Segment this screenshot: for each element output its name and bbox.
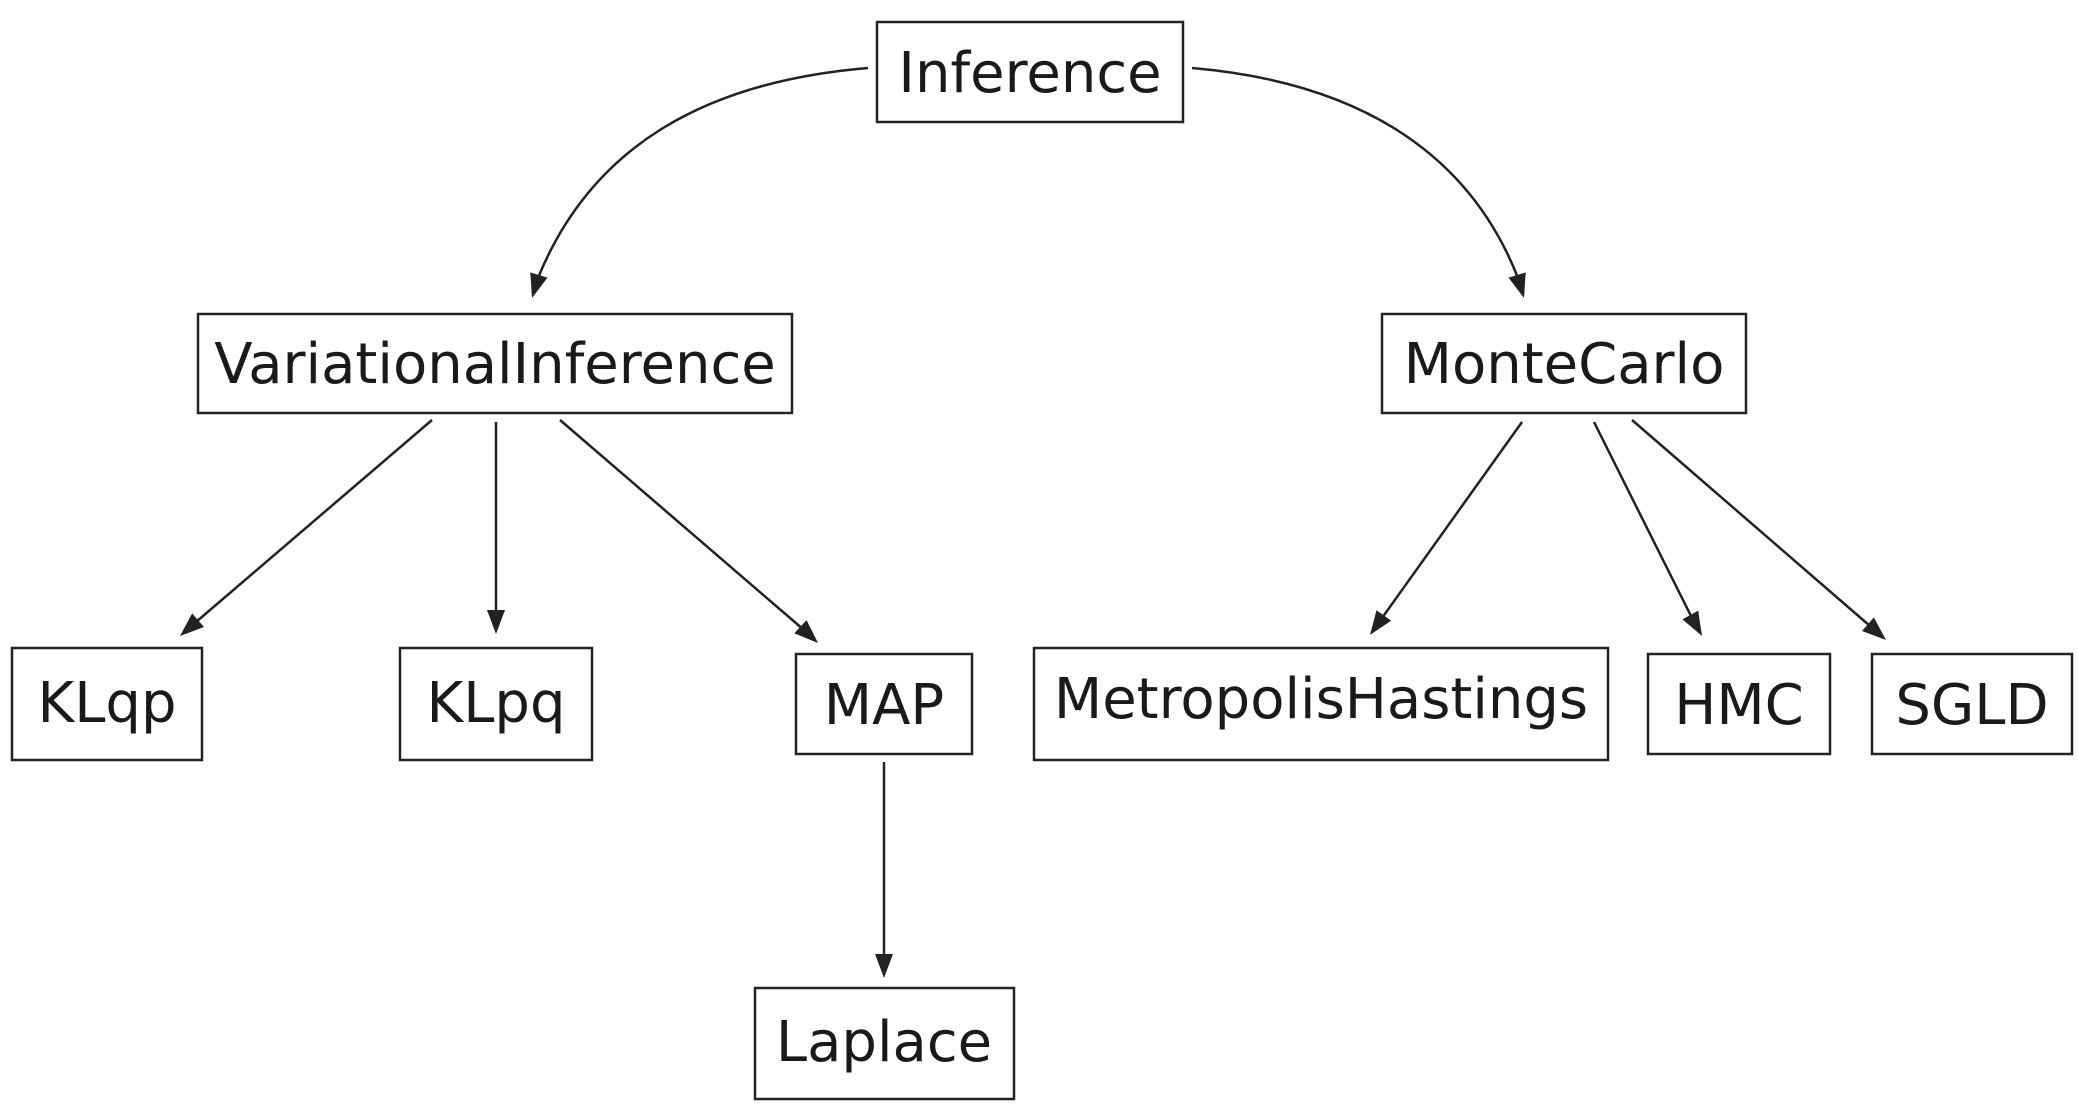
arrowhead-icon — [1508, 272, 1526, 298]
edge-variational-to-map — [559, 419, 818, 643]
node-laplace-label: Laplace — [776, 1010, 992, 1075]
arrowhead-icon — [794, 620, 818, 643]
arrowhead-icon — [1682, 610, 1702, 636]
node-hmc-label: HMC — [1674, 673, 1804, 738]
edge-line — [1592, 421, 1694, 619]
edge-montecarlo-to-hmc — [1592, 421, 1702, 636]
node-metropolis-hastings-label: MetropolisHastings — [1054, 667, 1588, 732]
edge-line — [1380, 421, 1524, 619]
node-sgld-box — [1870, 652, 2074, 756]
arrowhead-icon — [487, 610, 505, 634]
node-hmc-box — [1646, 652, 1832, 756]
node-klqp-label: KLqp — [37, 671, 176, 736]
node-klqp-box — [10, 646, 204, 762]
edge-inference-to-montecarlo — [1191, 66, 1526, 298]
node-sgld-label: SGLD — [1895, 673, 2048, 738]
node-laplace-box — [753, 986, 1016, 1101]
node-laplace[interactable]: Laplace — [753, 986, 1016, 1101]
node-klpq-label: KLpq — [426, 671, 565, 736]
node-map-box — [794, 652, 974, 756]
node-monte-carlo[interactable]: MonteCarlo — [1380, 312, 1748, 415]
edge-line — [536, 66, 869, 279]
edge-inference-to-variational — [530, 66, 869, 298]
arrowhead-icon — [1862, 617, 1886, 640]
edge-montecarlo-to-metropolis — [1370, 421, 1524, 635]
edges-layer — [180, 66, 1886, 978]
node-klqp[interactable]: KLqp — [10, 646, 204, 762]
node-sgld[interactable]: SGLD — [1870, 652, 2074, 756]
node-hmc[interactable]: HMC — [1646, 652, 1832, 756]
arrowhead-icon — [875, 954, 893, 978]
node-metropolis-hastings-box — [1032, 646, 1610, 762]
arrowhead-icon — [1370, 610, 1392, 635]
node-variational-inference-label: VariationalInference — [214, 332, 775, 397]
edge-line — [1191, 66, 1520, 279]
node-metropolis-hastings[interactable]: MetropolisHastings — [1032, 646, 1610, 762]
edge-variational-to-klpq — [487, 422, 505, 634]
node-monte-carlo-box — [1380, 312, 1748, 415]
edge-montecarlo-to-sgld — [1631, 419, 1886, 640]
node-klpq-box — [398, 646, 594, 762]
node-klpq[interactable]: KLpq — [398, 646, 594, 762]
node-map[interactable]: MAP — [794, 652, 974, 756]
node-inference[interactable]: Inference — [875, 20, 1185, 124]
edge-variational-to-klqp — [180, 419, 433, 636]
edge-line — [195, 419, 433, 623]
node-monte-carlo-label: MonteCarlo — [1404, 332, 1725, 397]
node-map-label: MAP — [824, 673, 944, 738]
node-variational-inference-box — [196, 312, 794, 415]
edge-line — [1631, 419, 1871, 627]
nodes-layer: Inference VariationalInference MonteCarl… — [10, 20, 2074, 1101]
node-inference-box — [875, 20, 1185, 124]
arrowhead-icon — [180, 613, 204, 636]
node-inference-label: Inference — [898, 41, 1161, 106]
edge-line — [559, 419, 805, 631]
edge-map-to-laplace — [875, 762, 893, 978]
node-variational-inference[interactable]: VariationalInference — [196, 312, 794, 415]
arrowhead-icon — [530, 272, 548, 298]
